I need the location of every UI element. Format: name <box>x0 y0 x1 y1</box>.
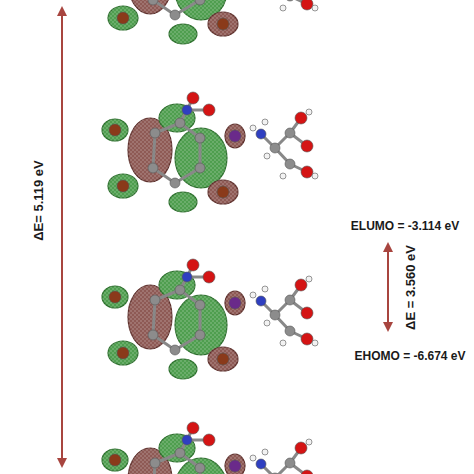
energy-arrow <box>387 244 389 330</box>
orbital-figure <box>95 92 318 218</box>
energy-gap-label: ΔE= 5.119 eV <box>30 158 47 243</box>
homo-energy-label: EHOMO = -6.674 eV <box>352 348 467 364</box>
orbital-figure <box>95 259 318 385</box>
orbital-figure <box>95 422 318 474</box>
energy-gap-label: ΔE = 3.560 eV <box>402 243 419 332</box>
energy-arrow <box>61 8 63 466</box>
orbital-figure <box>95 0 318 50</box>
lumo-energy-label: ELUMO = -3.114 eV <box>349 218 461 234</box>
